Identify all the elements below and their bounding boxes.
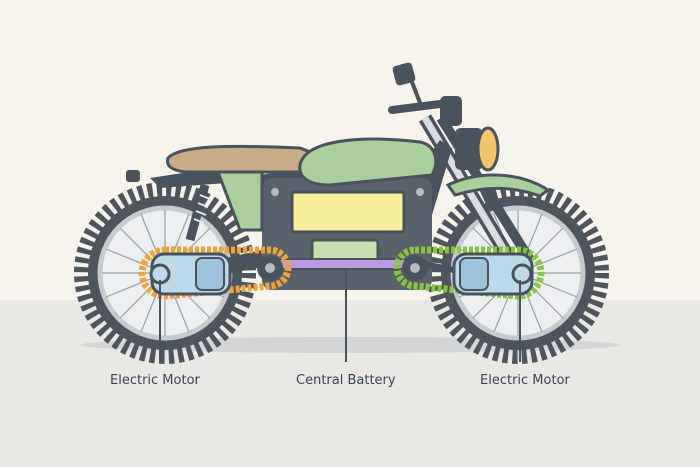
leader-lines <box>159 268 521 362</box>
front-tire <box>441 196 595 350</box>
rear-tire <box>88 196 242 350</box>
battery-upper <box>290 190 406 234</box>
rear-motor-label: Electric Motor <box>110 373 200 388</box>
fuel-tank <box>298 137 438 187</box>
front-tire-tread <box>427 182 609 364</box>
drive-bar <box>277 258 411 270</box>
front-electric-motor <box>422 252 534 296</box>
battery-label: Central Battery <box>296 373 396 388</box>
rear-chain <box>138 246 292 300</box>
front-chain <box>393 246 545 300</box>
front-motor-label: Electric Motor <box>480 373 570 388</box>
mirror <box>392 62 416 86</box>
side-panel <box>215 170 264 232</box>
tail-light <box>126 170 140 182</box>
rear-electric-motor <box>149 252 263 296</box>
front-fender <box>445 173 551 198</box>
handlebar <box>388 62 462 126</box>
headlight <box>455 126 500 172</box>
rear-tire-tread <box>74 182 256 364</box>
seat <box>165 144 333 174</box>
rear-shock <box>185 183 211 242</box>
